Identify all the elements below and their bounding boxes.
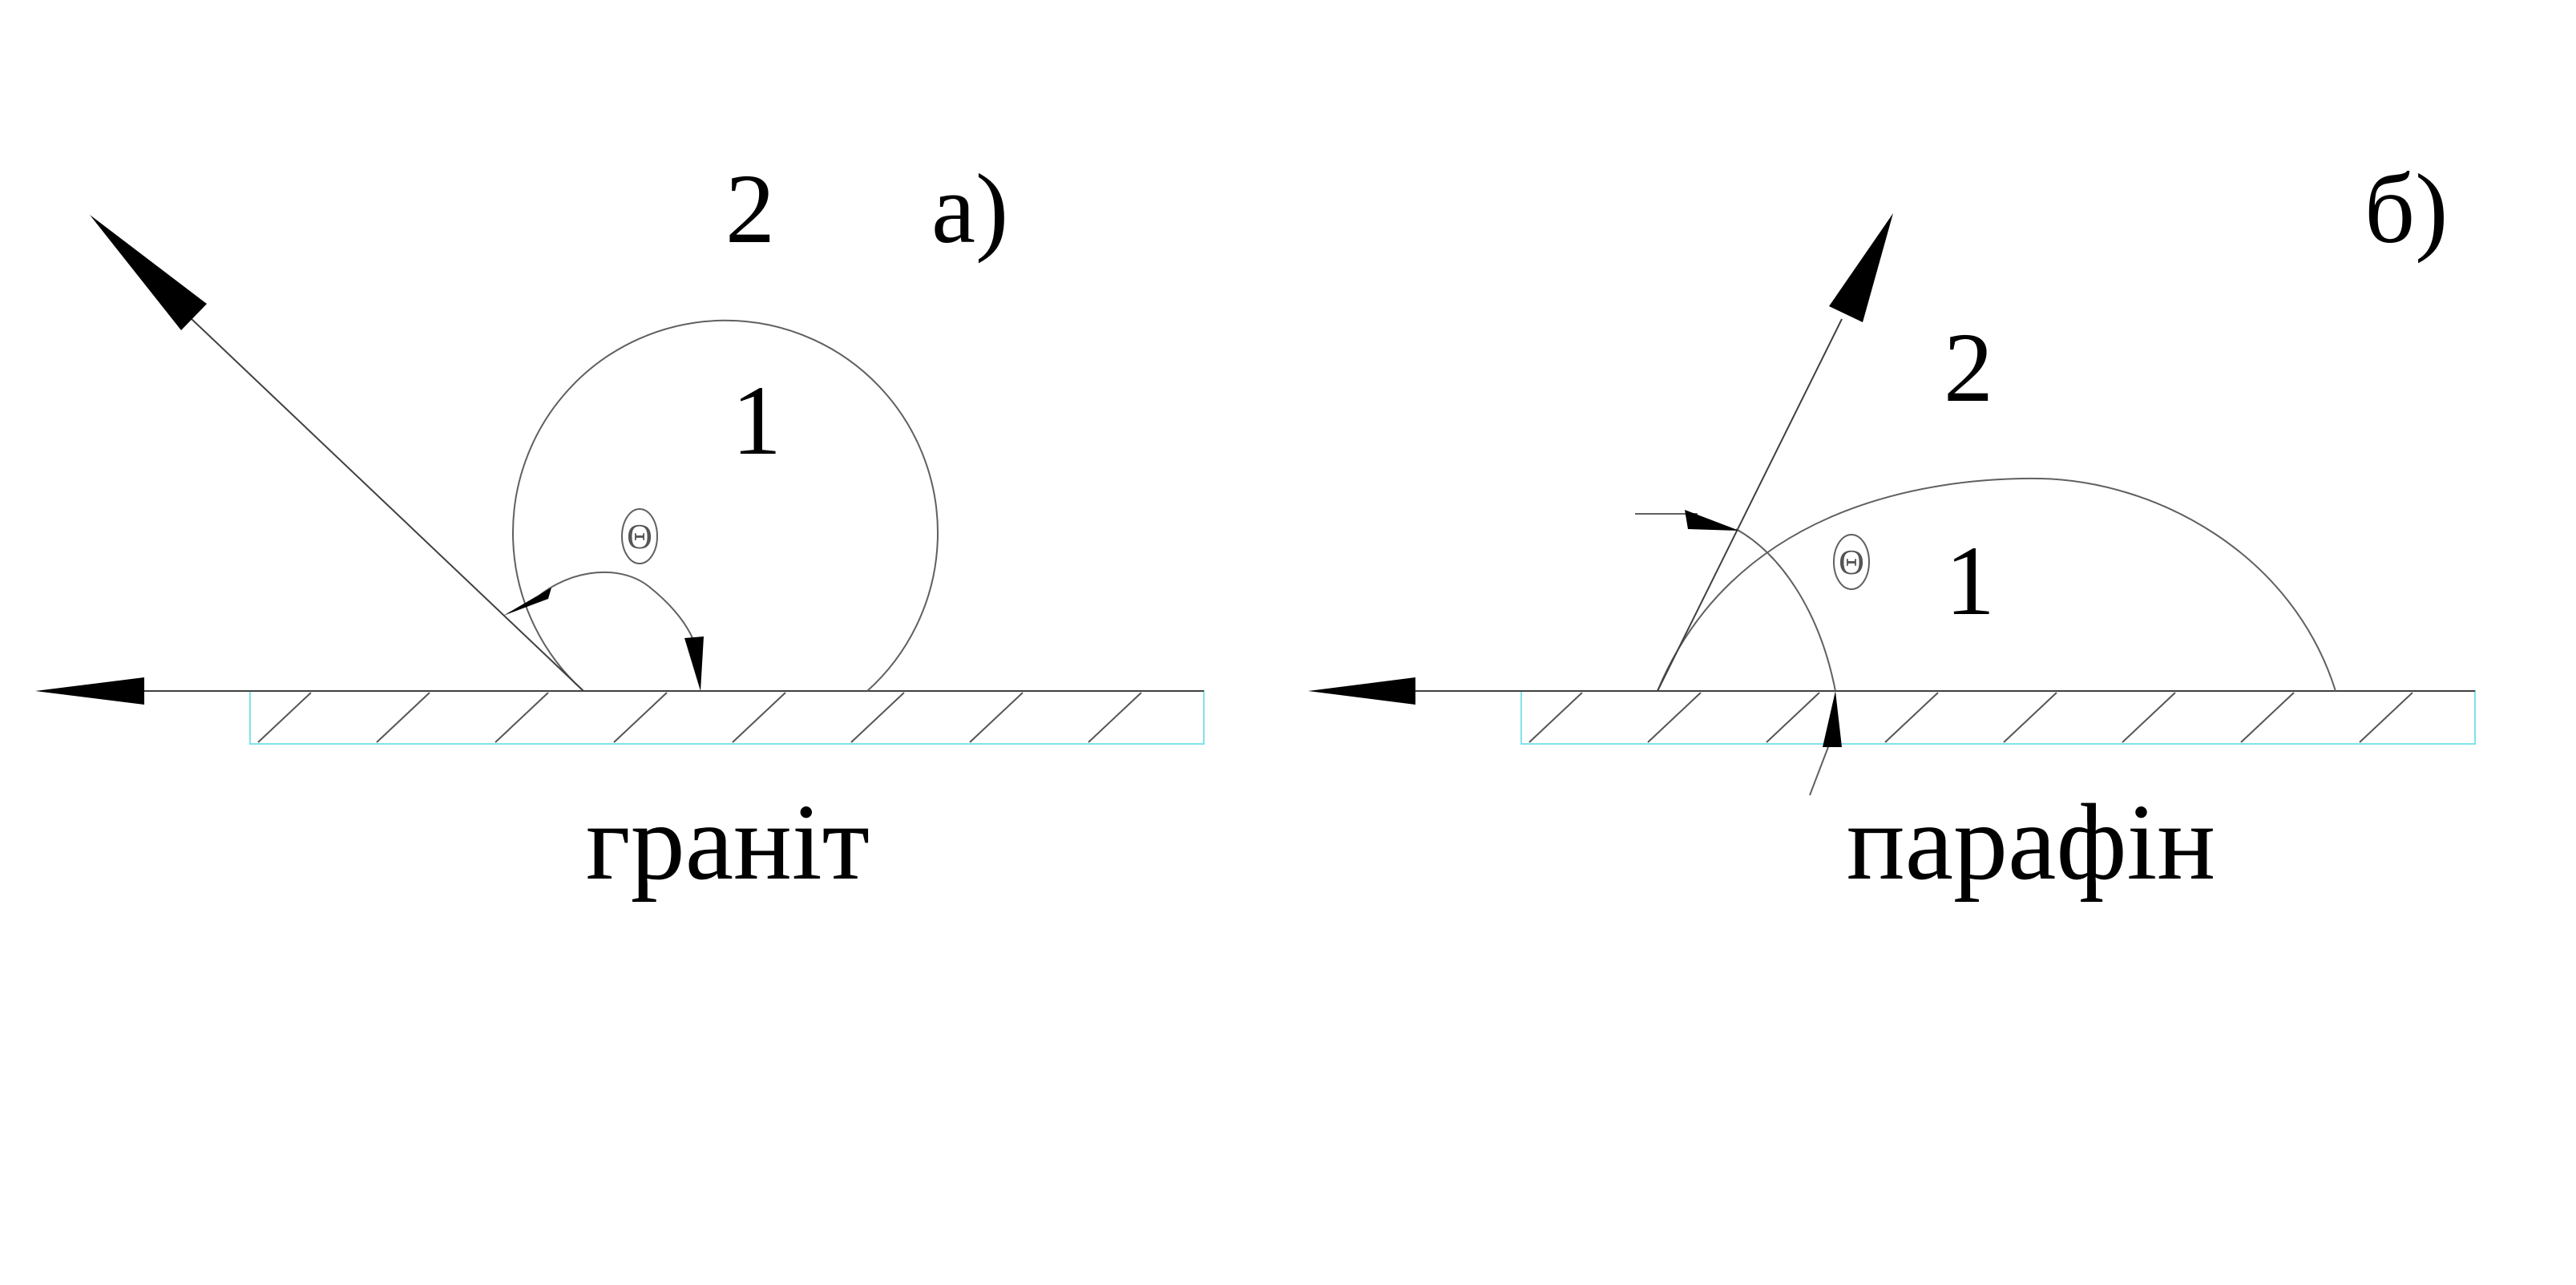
panel-a-angle-symbol: Θ — [627, 517, 652, 556]
panel-b-substrate-hatching — [1528, 692, 2413, 743]
panel-b-angle-arrowhead-top — [1685, 510, 1739, 531]
panel-b-theta-ring — [1833, 534, 1870, 590]
panel-a-hatch-line — [850, 692, 905, 743]
panel-b-material-label: парафін — [1847, 782, 2215, 903]
panel-a-surface-arrowhead — [35, 677, 144, 705]
panel-b-hatch-line — [1766, 692, 1820, 743]
panel-b: Θ 2 1 б) парафін — [1308, 154, 2476, 903]
panel-b-hatch-line — [1528, 692, 1583, 743]
panel-a-substrate-outline — [249, 690, 1205, 745]
panel-b-hatch-line — [1647, 692, 1702, 743]
panel-a-medium-label: 2 — [725, 154, 775, 264]
panel-b-medium-label: 2 — [1944, 313, 1993, 422]
panel-a-hatch-line — [376, 692, 430, 743]
panel-b-hatch-line — [2240, 692, 2295, 743]
panel-a-hatch-line — [495, 692, 549, 743]
panel-b-label: б) — [2364, 154, 2448, 264]
panel-b-surface-arrowhead — [1308, 677, 1415, 705]
panel-a-hatch-line — [732, 692, 786, 743]
panel-a-substrate-hatching — [257, 692, 1142, 743]
panel-b-hatch-line — [2003, 692, 2057, 743]
panel-b-tangent-ray — [1657, 318, 1843, 692]
panel-b-liquid-label: 1 — [1945, 526, 1995, 636]
panel-a-angle-arrowhead-right — [684, 636, 704, 691]
panel-a-liquid-label: 1 — [732, 366, 781, 475]
panel-b-substrate — [1520, 690, 2476, 745]
panel-a-label: а) — [931, 154, 1008, 264]
panel-b-substrate-outline — [1520, 690, 2476, 745]
panel-a-material-label: граніт — [586, 782, 870, 903]
panel-a-angle-arc — [528, 571, 700, 658]
panel-a-substrate — [249, 690, 1205, 745]
panel-b-hatch-line — [2359, 692, 2413, 743]
panel-a-hatch-line — [613, 692, 668, 743]
panel-b-tangent-arrowhead — [1829, 213, 1893, 322]
panel-a-tangent-ray — [190, 317, 584, 692]
panel-a-drop-outline — [512, 319, 939, 692]
panel-b-angle-symbol: Θ — [1839, 543, 1864, 582]
panel-a-hatch-line — [257, 692, 312, 743]
panel-b-angle-arrowhead-bottom — [1823, 691, 1842, 747]
panel-a-hatch-line — [1088, 692, 1142, 743]
panel-a: Θ 2 1 а) граніт — [35, 154, 1205, 903]
panel-b-angle-arc — [1735, 528, 1836, 692]
panel-b-angle-leader-bottom — [1809, 740, 1831, 796]
panel-a-hatch-line — [969, 692, 1024, 743]
panel-a-tangent-arrowhead — [90, 215, 207, 330]
panel-b-hatch-line — [1884, 692, 1939, 743]
panel-b-hatch-line — [2122, 692, 2176, 743]
panel-b-drop-outline — [1657, 477, 2336, 692]
panel-a-angle-arrowhead-left — [503, 588, 551, 616]
panel-a-theta-ring — [621, 508, 658, 564]
